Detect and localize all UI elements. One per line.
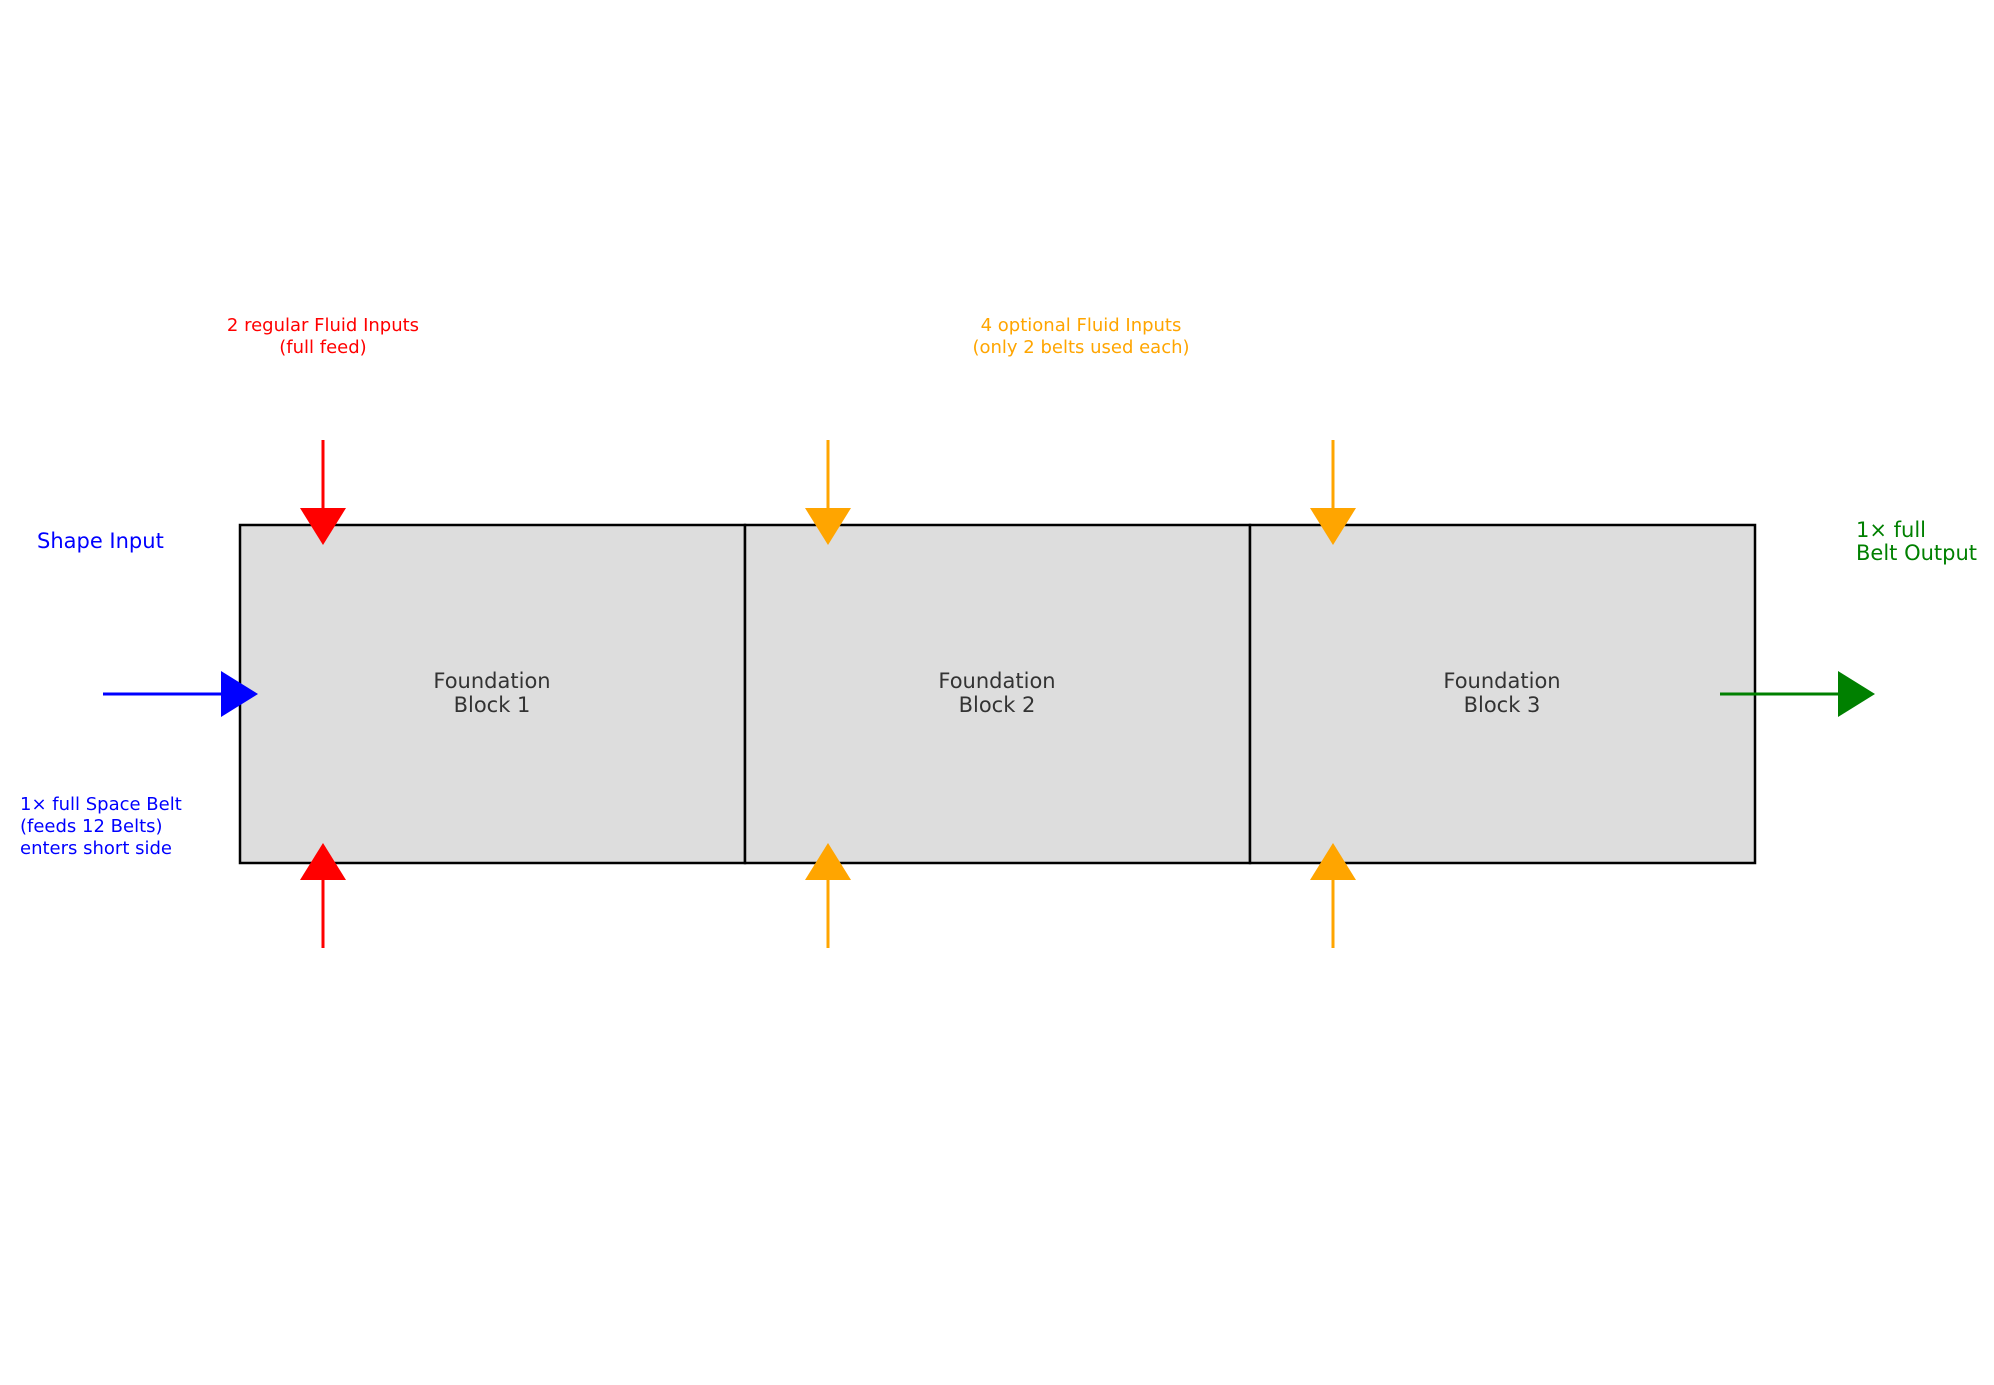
foundation-block-1: Foundation Block 1 [238,523,747,865]
shape-note-line2: (feeds 12 Belts) [20,816,163,837]
foundation-block-3-line1: Foundation [1443,669,1560,693]
optional-fluid-b2-top-arrowhead-icon [805,508,851,545]
regular-fluid-label-line1: 2 regular Fluid Inputs [227,315,419,336]
optional-fluid-b2-bottom-arrowhead-icon [805,843,851,880]
optional-fluid-b3-bottom-arrowhead-icon [1310,843,1356,880]
belt-output-arrow [1720,671,1875,717]
shape-note-line1: 1× full Space Belt [20,794,182,815]
optional-fluid-b3-top-arrowhead-icon [1310,508,1356,545]
optional-fluid-label-line2: (only 2 belts used each) [972,337,1189,358]
foundation-block-2-line1: Foundation [938,669,1055,693]
foundation-block-3: Foundation Block 3 [1248,523,1757,865]
regular-fluid-top-arrowhead-icon [300,508,346,545]
regular-fluid-label: 2 regular Fluid Inputs (full feed) [227,315,419,358]
optional-fluid-label-line1: 4 optional Fluid Inputs [981,315,1182,336]
belt-output-arrowhead-icon [1838,671,1875,717]
optional-fluid-input-block2-top [805,440,851,545]
belt-output-label: 1× full Belt Output [1856,518,1977,565]
foundation-block-2: Foundation Block 2 [743,523,1252,865]
foundation-block-3-rect [1248,523,1757,865]
regular-fluid-input-top [300,440,346,545]
shape-input-label: Shape Input [37,529,164,553]
foundation-block-3-line2: Block 3 [1464,693,1541,717]
regular-fluid-label-line2: (full feed) [279,337,366,358]
optional-fluid-label: 4 optional Fluid Inputs (only 2 belts us… [972,315,1189,358]
shape-input-arrowhead-icon [221,671,258,717]
regular-fluid-bottom-arrowhead-icon [300,843,346,880]
shape-note-line3: enters short side [20,838,172,859]
foundation-block-2-line2: Block 2 [959,693,1036,717]
belt-output-label-line2: Belt Output [1856,541,1977,565]
foundation-block-1-line1: Foundation [433,669,550,693]
shape-note-label: 1× full Space Belt (feeds 12 Belts) ente… [20,794,182,859]
foundation-block-1-line2: Block 1 [454,693,531,717]
foundation-block-1-rect [238,523,747,865]
regular-fluid-input-bottom [300,843,346,948]
optional-fluid-input-block2-bottom [805,843,851,948]
belt-output-label-line1: 1× full [1856,518,1926,542]
shape-input-arrow [103,671,258,717]
optional-fluid-input-block3-top [1310,440,1356,545]
optional-fluid-input-block3-bottom [1310,843,1356,948]
foundation-block-2-rect [743,523,1252,865]
